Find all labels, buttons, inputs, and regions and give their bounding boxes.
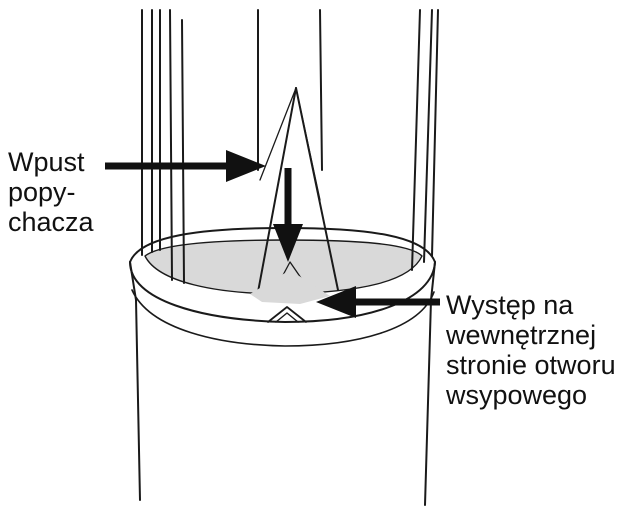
- label-lug-inside-opening: Występ na wewnętrznej stronie otworu wsy…: [446, 290, 616, 410]
- lug-shape: [267, 306, 307, 323]
- label-line: wewnętrznej: [446, 320, 597, 350]
- pusher-body: [141, 9, 439, 284]
- label-line: Występ na: [446, 290, 574, 320]
- feed-tube-body: [135, 299, 432, 506]
- arrow-plunger-slot: [105, 150, 266, 182]
- label-line: Wpust: [8, 147, 85, 177]
- label-plunger-slot: Wpust popy- chacza: [8, 147, 94, 237]
- label-line: stronie otworu: [446, 350, 616, 380]
- lug-ledge-shadow: [250, 270, 330, 304]
- label-line: wsypowego: [446, 380, 588, 410]
- arrow-down: [273, 168, 303, 262]
- arrow-lug: [316, 286, 440, 318]
- label-line: chacza: [8, 207, 94, 237]
- label-line: popy-: [8, 177, 76, 207]
